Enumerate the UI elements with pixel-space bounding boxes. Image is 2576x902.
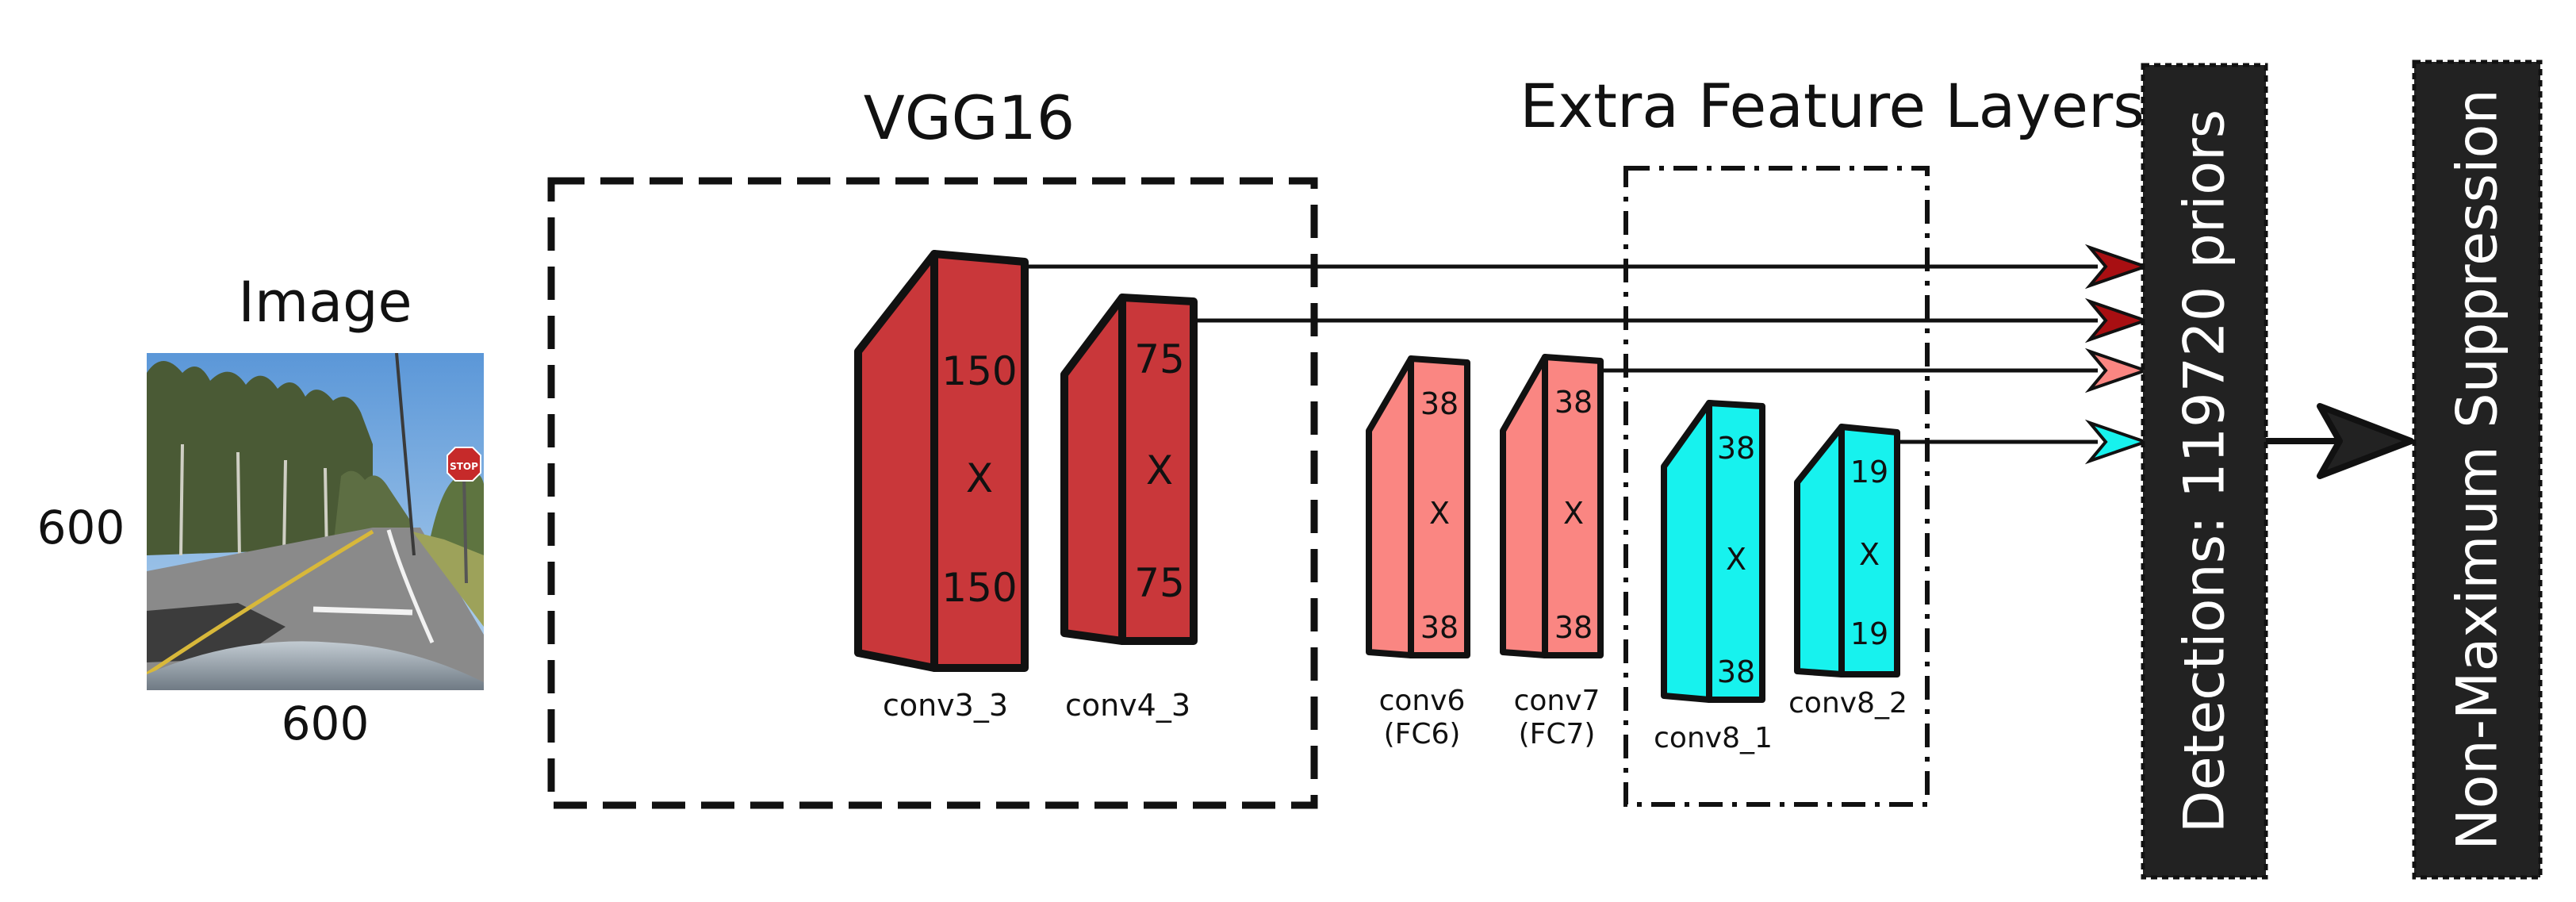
layer-conv6: 38 X 38 conv6 (FC6) <box>1366 355 1470 750</box>
layer-block-side <box>854 250 938 672</box>
layer-block-side <box>1500 354 1548 658</box>
photo-stop-line <box>312 606 413 616</box>
layer-block-side <box>1794 424 1845 677</box>
layer-dim-x: X <box>1146 447 1173 493</box>
input-image-group: Image 600 600 <box>37 270 484 750</box>
extra-feature-layers-title: Extra Feature Layers <box>1520 71 2145 141</box>
layer-name: conv3_3 <box>883 688 1008 723</box>
layer-dim-top: 19 <box>1850 455 1888 489</box>
detections-label: Detections: 119720 priors <box>2172 109 2237 834</box>
layer-dim-x: X <box>1429 496 1450 531</box>
layer-name: conv6 <box>1379 685 1466 717</box>
layer-block-front <box>1706 400 1765 703</box>
layer-block-side <box>1366 355 1414 658</box>
nms-label: Non-Maximum Suppression <box>2445 89 2510 850</box>
layer-dim-top: 75 <box>1134 336 1185 382</box>
layer-block-side <box>1060 294 1126 645</box>
stop-sign-icon <box>447 447 481 482</box>
arrowhead-conv7 <box>2084 347 2151 393</box>
layer-name: conv7 <box>1514 685 1600 717</box>
layer-conv8_2: 19 X 19 conv8_2 <box>1788 424 1907 720</box>
layer-dim-x: X <box>1726 542 1746 577</box>
layer-name: conv4_3 <box>1065 688 1190 723</box>
layer-name: conv8_1 <box>1654 722 1773 754</box>
vgg16-title: VGG16 <box>864 83 1075 153</box>
detections-box <box>2141 63 2268 880</box>
layer-block-front <box>1118 294 1198 645</box>
stop-sign-text: STOP <box>450 461 478 472</box>
output-arrowhead <box>2317 403 2414 479</box>
layer-block-front <box>1838 424 1900 677</box>
photo-car-hood <box>147 641 484 690</box>
arrowhead-conv3_3 <box>2084 244 2151 290</box>
layer-dim-x: X <box>1563 496 1584 531</box>
road-scene-photo: STOP <box>147 353 484 690</box>
nms-box <box>2412 59 2543 880</box>
layer-conv4_3: 75 X 75 conv4_3 <box>1060 294 1198 723</box>
arrowhead-conv8_2 <box>2084 419 2151 465</box>
photo-pole <box>395 353 416 556</box>
layer-conv7: 38 X 38 conv7 (FC7) <box>1500 354 1604 750</box>
detections-box-group: Detections: 119720 priors <box>2141 63 2268 880</box>
layer-dim-top: 38 <box>1554 385 1593 420</box>
layer-dim-top: 38 <box>1420 386 1459 421</box>
layer-conv3_3: 150 X 150 conv3_3 <box>854 250 1029 723</box>
layer-subname: (FC6) <box>1384 718 1461 750</box>
layer-dim-bottom: 38 <box>1554 610 1593 645</box>
layer-block-front <box>930 250 1029 672</box>
extra-feature-layers-group: Extra Feature Layers <box>1520 71 2145 807</box>
layer-conv8_1: 38 X 38 conv8_1 <box>1654 400 1773 754</box>
detection-arrows <box>1025 264 2098 444</box>
layer-subname: (FC7) <box>1519 718 1596 750</box>
layer-block-front <box>1542 354 1604 658</box>
photo-bushes-right <box>428 473 484 555</box>
layer-dim-bottom: 19 <box>1850 616 1888 651</box>
image-title: Image <box>238 270 412 335</box>
vgg16-group: VGG16 <box>547 83 1318 809</box>
layer-name: conv8_2 <box>1788 687 1907 720</box>
layer-block-side <box>1661 400 1712 703</box>
layer-dim-bottom: 38 <box>1420 610 1459 645</box>
layer-dim-bottom: 150 <box>941 565 1017 611</box>
photo-stop-pole <box>462 475 468 584</box>
extra-feature-layers-box <box>1623 166 1930 807</box>
photo-lane-white <box>386 529 435 644</box>
layer-dim-bottom: 38 <box>1717 654 1755 689</box>
arrowhead-conv4_3 <box>2084 297 2151 344</box>
detection-arrowheads <box>2084 244 2151 465</box>
image-height-label: 600 <box>37 501 125 555</box>
layer-dim-bottom: 75 <box>1134 560 1185 606</box>
photo-trees <box>147 361 373 555</box>
photo-lane-yellow <box>147 529 374 677</box>
layer-dim-x: X <box>1859 537 1880 572</box>
nms-box-group: Non-Maximum Suppression <box>2412 59 2543 880</box>
layer-dim-top: 38 <box>1717 431 1755 466</box>
layer-dim-x: X <box>966 455 993 501</box>
layer-dim-top: 150 <box>941 348 1017 394</box>
layer-block-front <box>1408 355 1470 658</box>
vgg16-box <box>547 177 1318 809</box>
image-width-label: 600 <box>282 697 370 750</box>
output-arrow <box>2266 403 2414 479</box>
